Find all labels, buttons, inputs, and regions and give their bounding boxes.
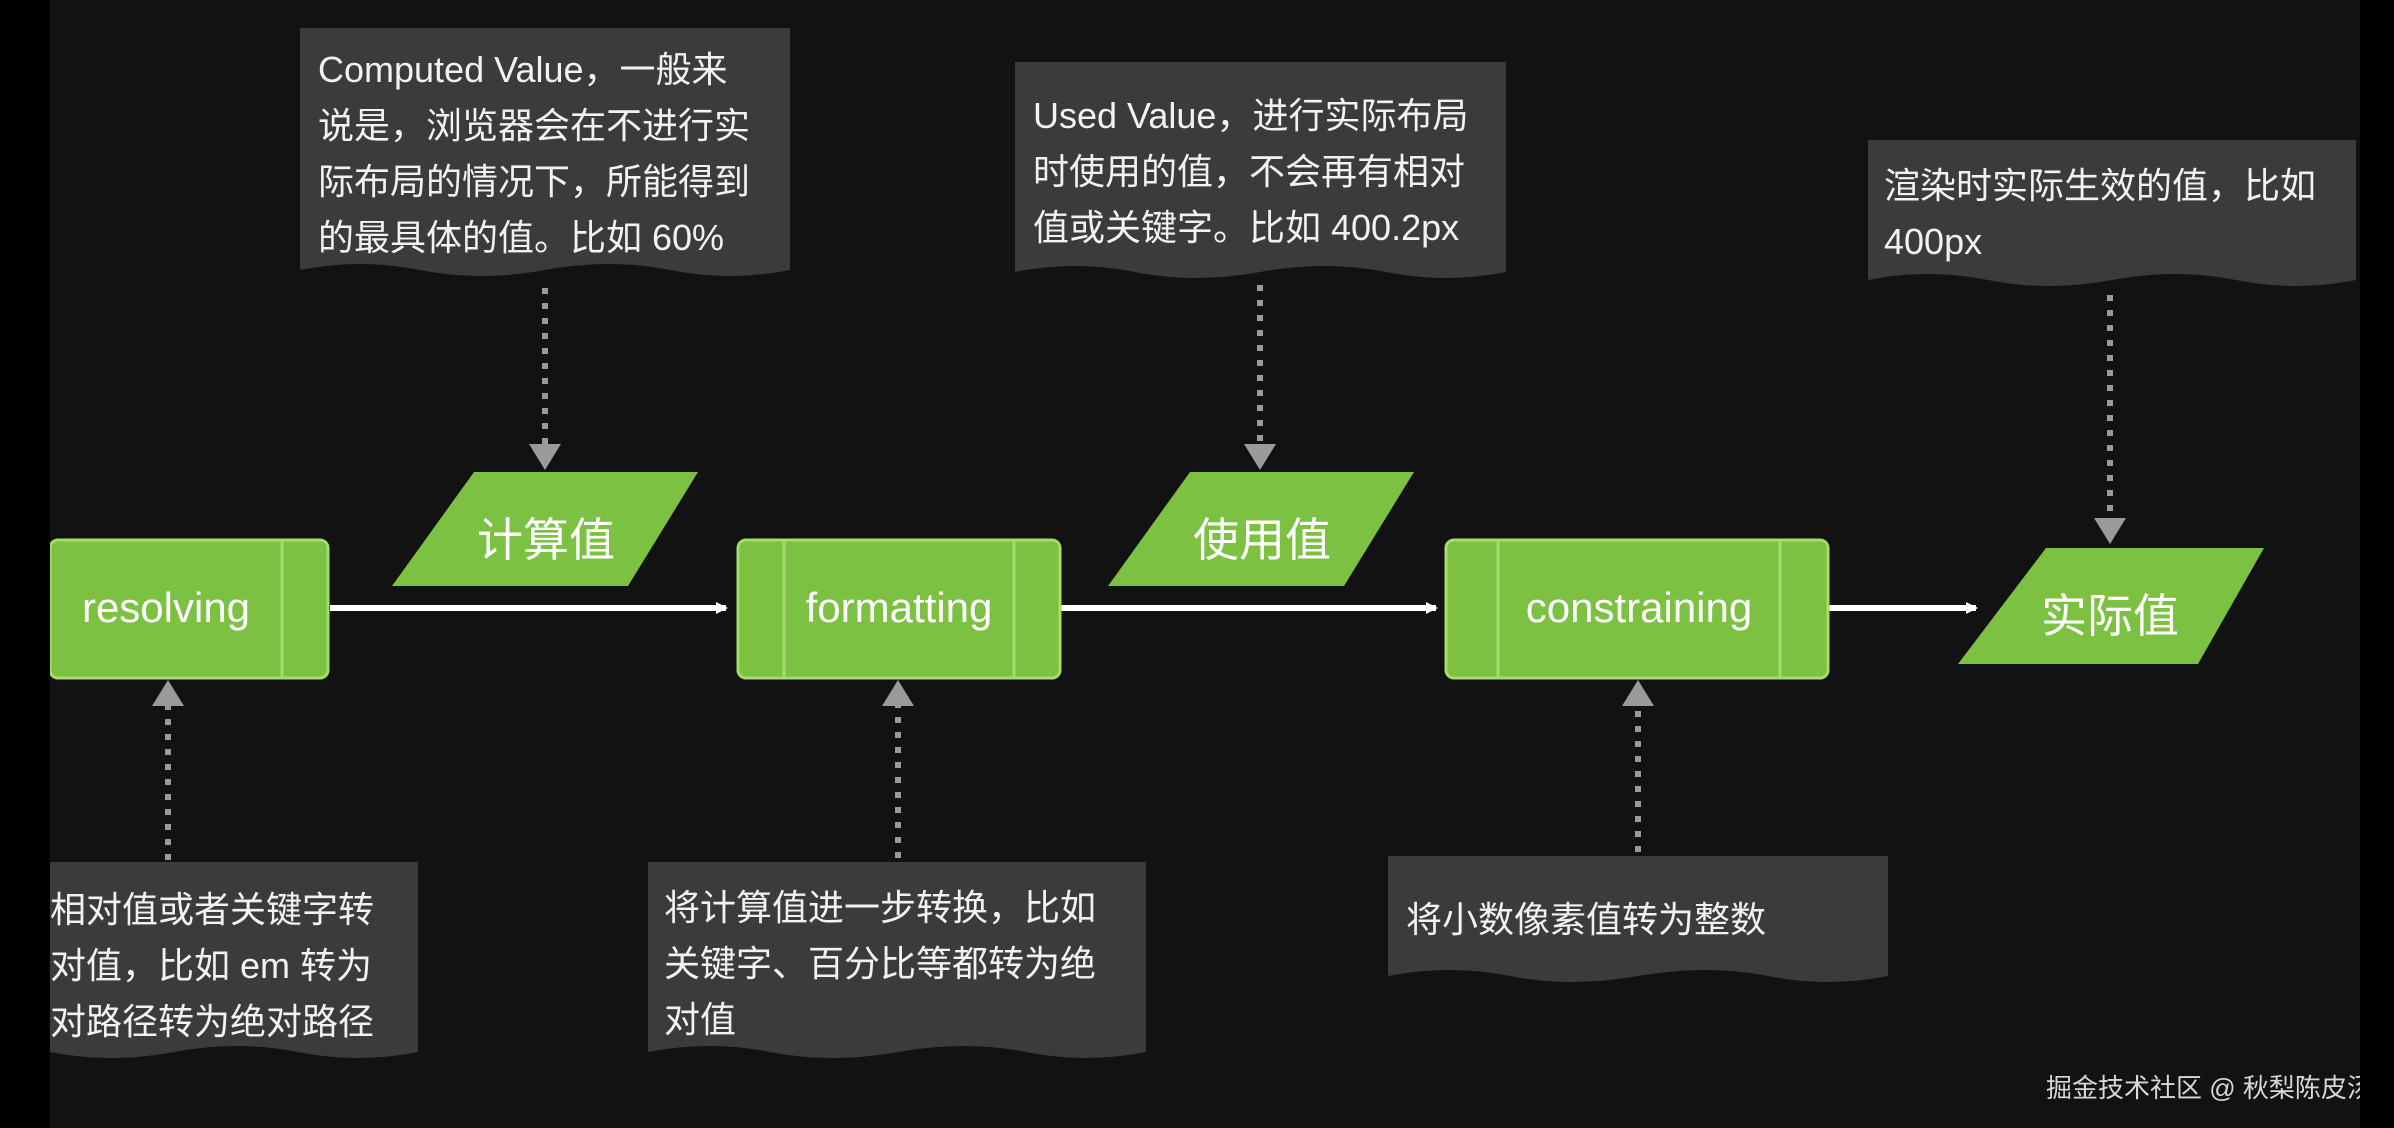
connector-resolving xyxy=(152,680,184,860)
data-label-actual: 实际值 xyxy=(2041,590,2179,642)
diagram-canvas: Computed Value，一般来 说是，浏览器会在不进行实 际布局的情况下，… xyxy=(50,0,2360,1128)
note-box-constraining xyxy=(1388,856,1888,982)
note-box-actual xyxy=(1868,140,2356,286)
note-box-formatting xyxy=(648,862,1146,1058)
connector-actual xyxy=(2094,295,2126,544)
note-text-actual: 渲染时实际生效的值，比如 400px xyxy=(1884,165,2317,262)
note-text-resolving: 相对值或者关键字转 对值，比如 em 转为 对路径转为绝对路径 xyxy=(50,889,375,1042)
note-text-used: Used Value，进行实际布局 时使用的值，不会再有相对 值或关键字。比如 … xyxy=(1033,95,1469,248)
data-node-computed xyxy=(392,472,698,586)
note-box-resolving xyxy=(50,862,418,1058)
process-node-resolving xyxy=(50,538,330,680)
process-label-formatting: formatting xyxy=(805,584,993,631)
process-label-resolving: resolving xyxy=(81,584,251,631)
connector-used xyxy=(1244,285,1276,470)
data-node-used xyxy=(1108,472,1414,586)
note-box-computed xyxy=(300,28,790,276)
process-node-formatting xyxy=(736,538,1062,680)
process-node-constraining xyxy=(1444,538,1830,680)
data-node-actual xyxy=(1958,548,2264,664)
data-label-computed: 计算值 xyxy=(477,514,615,566)
note-text-computed: Computed Value，一般来 说是，浏览器会在不进行实 际布局的情况下，… xyxy=(318,49,751,258)
process-label-constraining: constraining xyxy=(1525,584,1753,631)
connector-formatting xyxy=(882,680,914,858)
data-label-used: 使用值 xyxy=(1193,514,1331,566)
note-text-constraining: 将小数像素值转为整数 xyxy=(1406,899,1767,940)
connector-constraining xyxy=(1622,680,1654,852)
note-text-formatting: 将计算值进一步转换，比如 关键字、百分比等都转为绝 对值 xyxy=(664,887,1097,1040)
connector-computed xyxy=(529,288,561,470)
flowchart xyxy=(50,28,2356,1058)
note-box-used xyxy=(1015,62,1506,278)
watermark-text: 掘金技术社区 @ 秋梨陈皮汤 xyxy=(2046,1073,2360,1103)
